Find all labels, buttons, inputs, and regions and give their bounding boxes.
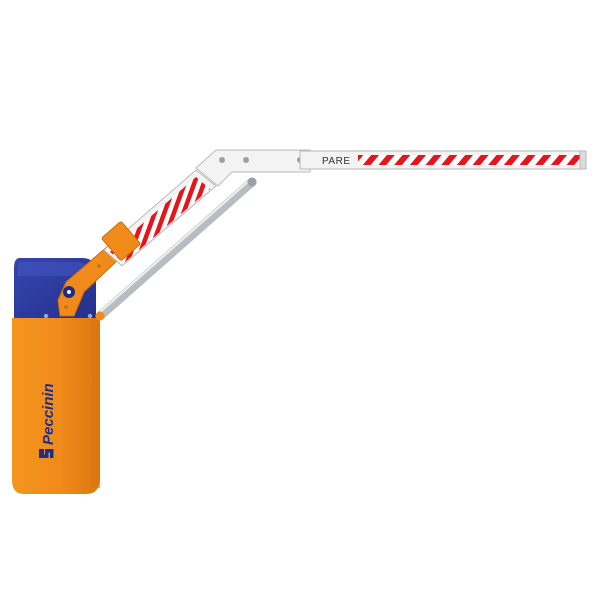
- brand-mark: Peccinin: [39, 383, 57, 458]
- boom: PARE: [299, 150, 587, 170]
- lid-screw-left: [43, 313, 49, 319]
- bracket-bolt: [64, 305, 68, 309]
- strut-rod: [95, 177, 257, 321]
- support-strut: [95, 177, 257, 321]
- boom-end-cap: [579, 150, 587, 170]
- pivot-bracket-plate: [57, 245, 123, 317]
- pare-sign-label: PARE: [322, 156, 351, 167]
- strut-upper-joint: [247, 177, 257, 187]
- strut-lower-joint: [95, 311, 105, 321]
- lid-screw-right: [87, 313, 93, 319]
- bracket-bolt: [97, 264, 101, 268]
- cabinet-side-shade: [92, 318, 100, 488]
- pivot-bracket: [57, 245, 123, 317]
- pivot-hub-center: [67, 290, 71, 294]
- arm-clamp: [101, 221, 141, 261]
- cabinet-body: [12, 318, 100, 494]
- hinge-pin: [219, 157, 225, 163]
- brand-name: Peccinin: [40, 383, 57, 445]
- articulated-arm: [101, 169, 217, 267]
- strut-rod-highlight: [98, 178, 252, 314]
- cabinet: Peccinin: [12, 258, 100, 494]
- peccinin-s-logo-icon: [39, 449, 54, 458]
- cabinet-lid-highlight: [18, 262, 88, 276]
- boom-stripes: [358, 155, 580, 165]
- hinge-pin: [243, 157, 249, 163]
